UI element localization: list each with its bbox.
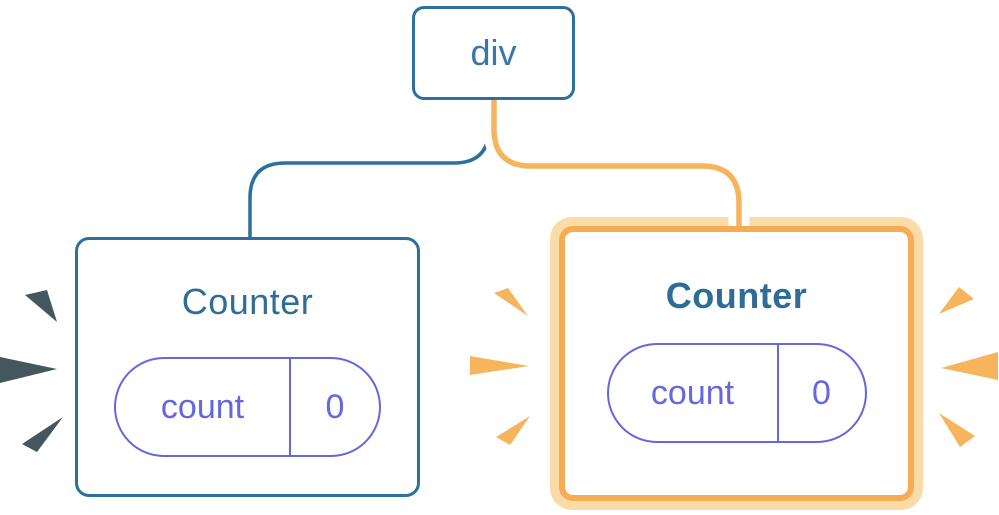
spark-burst-left-counter [0, 290, 63, 452]
state-key: count [116, 359, 291, 455]
counter-card-right-highlight-ring: Counter count 0 [550, 217, 923, 510]
counter-title: Counter [181, 281, 314, 322]
spark-icon [939, 413, 975, 447]
tree-node-div: div [412, 6, 575, 100]
state-key: count [609, 345, 779, 441]
tree-node-div-label: div [470, 32, 517, 73]
spark-icon [941, 352, 998, 380]
edge-div-to-left-counter [248, 95, 491, 240]
state-value: 0 [812, 373, 831, 412]
edge-div-to-right-counter [491, 95, 742, 240]
counter-card-right: Counter count 0 [559, 226, 914, 501]
spark-icon [496, 416, 530, 445]
spark-icon [0, 357, 57, 383]
spark-burst-right-counter-left [470, 288, 530, 445]
state-value: 0 [325, 387, 345, 426]
spark-icon [22, 417, 63, 452]
spark-icon [470, 356, 529, 375]
counter-title: Counter [665, 275, 808, 316]
spark-burst-right-counter-right [939, 287, 998, 447]
state-pill: count 0 [114, 357, 381, 457]
state-pill: count 0 [606, 343, 867, 443]
spark-icon [25, 290, 57, 322]
spark-icon [494, 288, 528, 316]
spark-icon [939, 287, 974, 314]
counter-card-left: Counter count 0 [75, 237, 420, 497]
